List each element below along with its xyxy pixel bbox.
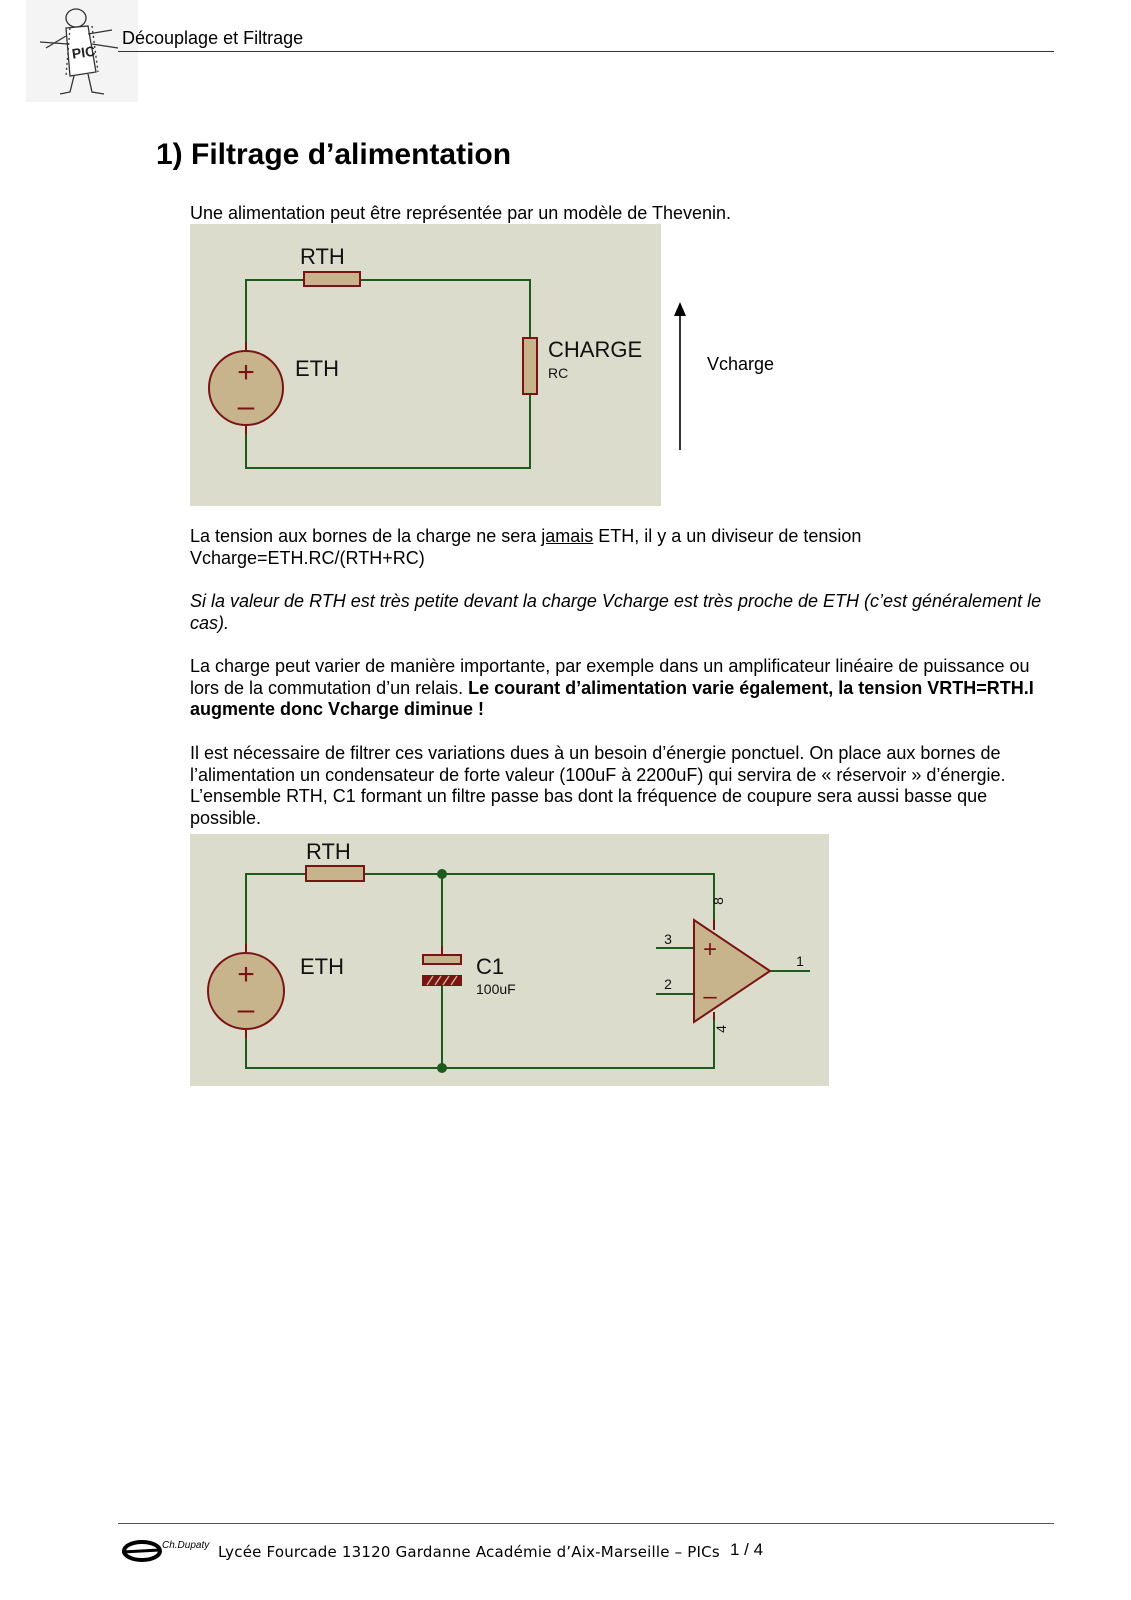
eth-label: ETH <box>295 356 339 381</box>
junction-dot-bottom <box>437 1063 447 1073</box>
intro-paragraph: Une alimentation peut être représentée p… <box>190 203 732 223</box>
eth-voltage-source-2 <box>207 944 285 1038</box>
source2-plus-sign: + <box>237 958 255 991</box>
svg-text:Ch.Dupaty: Ch.Dupaty <box>162 1540 210 1551</box>
header-title: Découplage et Filtrage <box>122 28 304 48</box>
charge-resistor <box>522 337 538 395</box>
footer-text: Lycée Fourcade 13120 Gardanne Académie d… <box>218 1543 720 1561</box>
c1-value: 100uF <box>476 981 516 997</box>
author-signature-logo: Ch.Dupaty <box>121 1540 210 1562</box>
source-minus-sign: – <box>238 390 255 423</box>
section-title: 1) Filtrage d’alimentation <box>156 138 512 171</box>
footer-divider <box>118 1523 1054 1524</box>
vcharge-label: Vcharge <box>707 354 775 374</box>
source2-minus-sign: – <box>238 993 255 1026</box>
rth-label: RTH <box>300 244 345 269</box>
pin1-label: 1 <box>796 953 804 969</box>
thevenin-schematic: + – RTH ETH CHARGE RC <box>190 224 661 506</box>
pin8-label: 8 <box>710 897 726 905</box>
rth-resistor <box>302 271 361 287</box>
charge-label: CHARGE <box>548 337 642 362</box>
load-variation-paragraph: La charge peut varier de manière importa… <box>190 656 1034 719</box>
divider-paragraph: La tension aux bornes de la charge ne se… <box>190 526 862 568</box>
opamp-symbol <box>693 918 772 1024</box>
vcharge-arrow-icon <box>674 302 686 450</box>
rth-small-paragraph: Si la valeur de RTH est très petite deva… <box>190 591 1042 633</box>
schematic1-wires <box>245 279 531 469</box>
c1-label: C1 <box>476 954 504 979</box>
svg-text:PIC: PIC <box>71 43 96 62</box>
pin3-label: 3 <box>664 931 672 947</box>
decoupling-schematic: + – + – 3 2 1 8 4 RTH ETH C1 100uF <box>190 834 829 1086</box>
charge-value: RC <box>548 365 568 381</box>
junction-dot-top <box>437 869 447 879</box>
page-number: 1 / 4 <box>730 1540 764 1559</box>
opamp-minus-sign: – <box>703 983 717 1010</box>
pin4-label: 4 <box>713 1025 729 1033</box>
eth-voltage-source <box>208 342 284 434</box>
opamp-plus-sign: + <box>703 936 717 963</box>
header-divider <box>118 51 1054 52</box>
c1-capacitor <box>422 946 462 986</box>
filter-paragraph: Il est nécessaire de filtrer ces variati… <box>190 743 1006 828</box>
eth2-label: ETH <box>300 954 344 979</box>
rth2-label: RTH <box>306 839 351 864</box>
schematic2-wires <box>245 873 810 1069</box>
rth-resistor-2 <box>305 865 365 882</box>
source-plus-sign: + <box>237 356 255 389</box>
pin2-label: 2 <box>664 976 672 992</box>
